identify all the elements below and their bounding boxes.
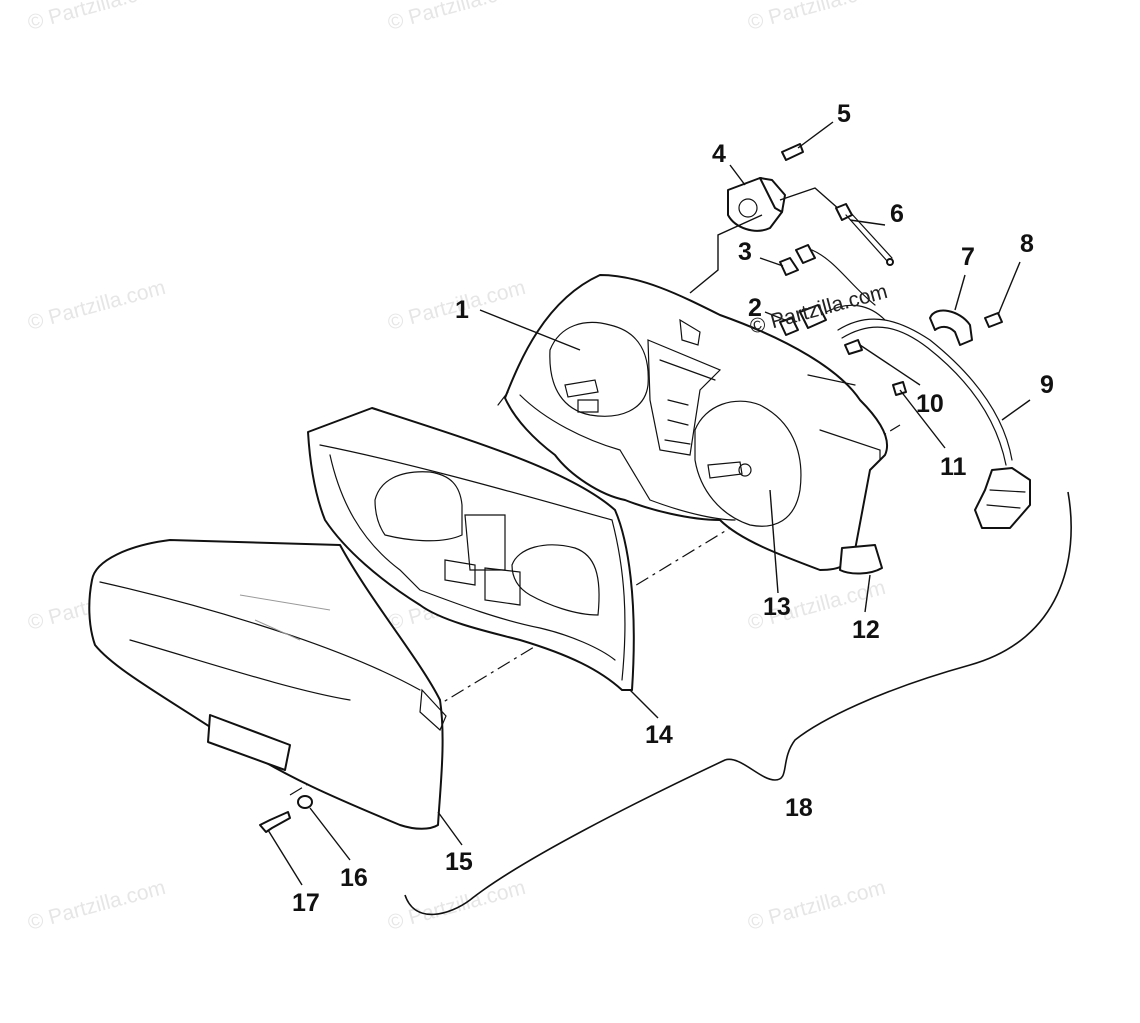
callout-16: 16 [340, 864, 368, 892]
meter-housing-part-1 [497, 274, 888, 575]
callout-11: 11 [940, 453, 967, 481]
screw-part-17 [259, 811, 291, 833]
screw-part-11 [892, 381, 907, 396]
washer-part-16 [297, 795, 313, 809]
outer-cover-part-15 [88, 539, 447, 830]
callout-12: 12 [852, 616, 880, 644]
callout-4: 4 [712, 140, 726, 168]
screw-part-8 [984, 312, 1003, 328]
callout-labels: 1 2 3 4 5 6 7 8 9 10 11 12 13 14 15 16 1… [292, 100, 1054, 917]
callout-1: 1 [455, 296, 469, 324]
watermark-highlight: © Partzilla.com [747, 280, 890, 339]
watermark: © Partzilla.com [745, 0, 888, 35]
callout-17: 17 [292, 889, 320, 917]
cable-part-6 [835, 203, 894, 266]
watermark: © Partzilla.com [25, 276, 168, 335]
bulb-part-3 [779, 244, 876, 306]
meter-gear-part-4 [689, 177, 841, 294]
callout-13: 13 [763, 593, 791, 621]
callout-15: 15 [445, 848, 473, 876]
watermark: © Partzilla.com [385, 876, 528, 935]
bulb-socket-part-2 [779, 304, 886, 336]
callout-10: 10 [916, 390, 944, 418]
leader-lines [267, 121, 1031, 886]
inner-bezel-part-14 [307, 407, 635, 691]
screw-part-5 [781, 143, 804, 161]
callout-7: 7 [961, 243, 975, 271]
watermark: © Partzilla.com [385, 0, 528, 35]
callout-6: 6 [890, 200, 904, 228]
callout-2: 2 [748, 294, 762, 322]
callout-8: 8 [1020, 230, 1034, 258]
wiring-harness-part-9 [837, 318, 1031, 529]
callout-9: 9 [1040, 371, 1054, 399]
callout-14: 14 [645, 721, 673, 749]
watermark: © Partzilla.com [25, 876, 168, 935]
watermark: © Partzilla.com [25, 0, 168, 35]
watermark: © Partzilla.com [745, 876, 888, 935]
clamp-part-7 [929, 309, 973, 346]
callout-5: 5 [837, 100, 851, 128]
screw-part-10 [844, 339, 863, 355]
callout-18: 18 [785, 794, 813, 822]
callout-3: 3 [738, 238, 752, 266]
assembly-brace [404, 491, 1072, 916]
